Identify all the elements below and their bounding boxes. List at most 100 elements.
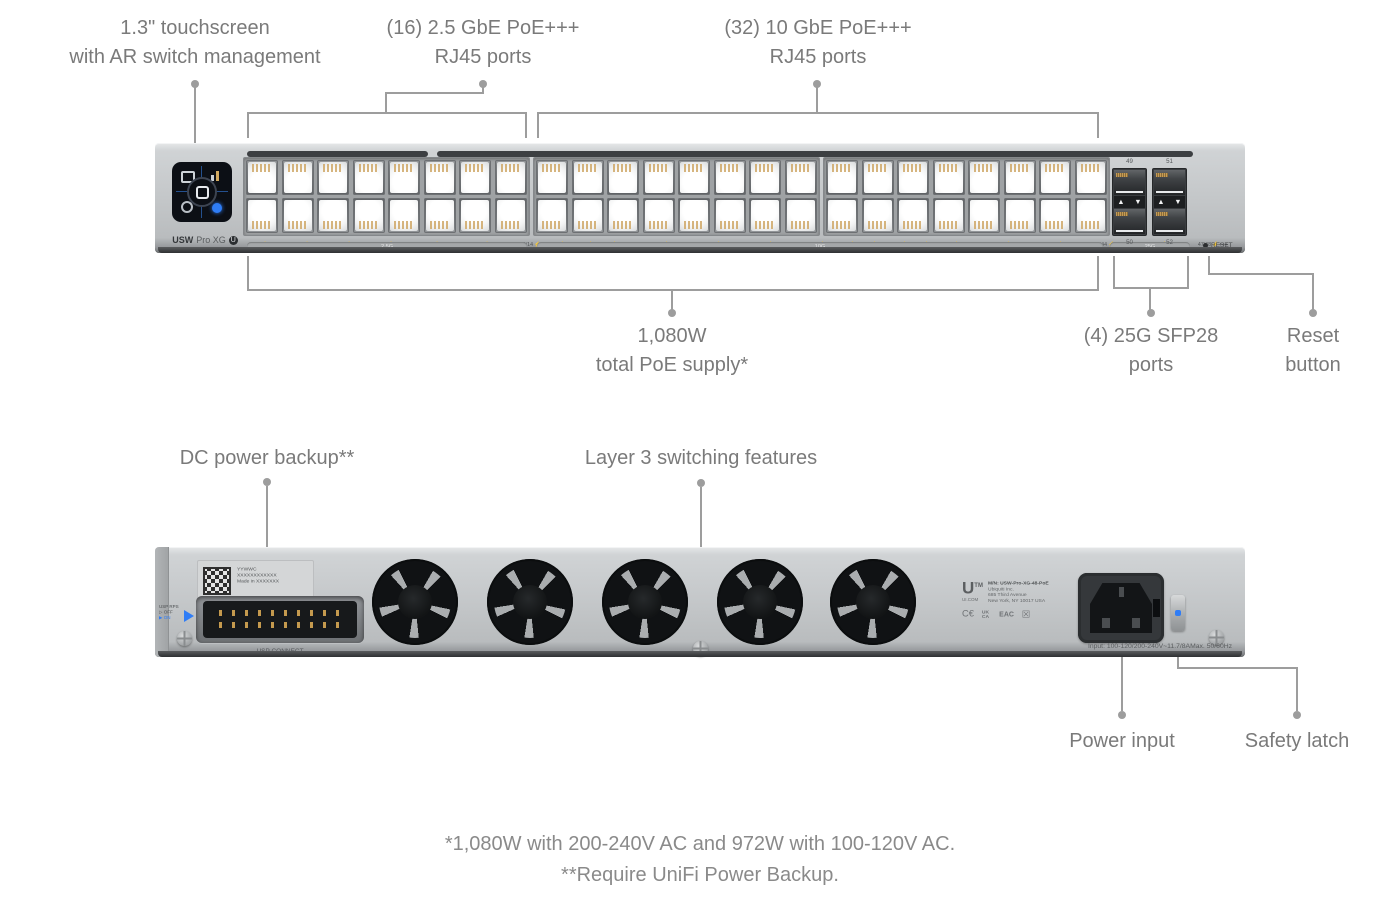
model-number: M/N: USW-Pro-XG-48-PoE	[988, 580, 1049, 586]
callout-dc-backup: DC power backup**	[117, 444, 417, 473]
callout-line	[1177, 657, 1179, 669]
footnote-line: **Require UniFi Power Backup.	[561, 864, 839, 886]
rj45-port-pair	[678, 160, 711, 233]
rj45-port-pair	[932, 160, 965, 233]
touchscreen-center-dial	[187, 177, 217, 207]
uicom-label: UI.COM	[962, 596, 979, 602]
rj45-port	[784, 198, 817, 233]
rj45-port	[713, 198, 746, 233]
rj45-port-pair	[861, 160, 894, 233]
rj45-port	[968, 198, 1001, 233]
info-icon	[181, 201, 193, 213]
model-text: M/N: USW-Pro-XG-48-PoE Ubiquiti Inc. 685…	[988, 580, 1049, 603]
fan-hub	[628, 585, 662, 619]
callout-text: Safety latch	[1244, 730, 1350, 752]
rj45-port-pair	[1003, 160, 1036, 233]
callout-line	[266, 486, 268, 547]
rj45-port-pair	[749, 160, 782, 233]
callout-text: Layer 3 switching features	[584, 447, 818, 469]
rj45-port	[494, 198, 527, 233]
ubiquiti-brand: UTM UI.COM	[962, 578, 995, 607]
rj45-port	[388, 198, 421, 233]
callout-line	[194, 84, 196, 143]
rj45-port	[932, 160, 965, 195]
port-bezel	[533, 157, 820, 236]
footnote-line: *1,080W with 200-240V AC and 972W with 1…	[444, 833, 956, 855]
rj45-port	[678, 198, 711, 233]
dc-connector-pins	[219, 610, 341, 616]
rj45-port	[784, 160, 817, 195]
callout-layer3: Layer 3 switching features	[536, 444, 866, 473]
speed-bar-label: 10G	[814, 243, 826, 250]
dc-connector-pins	[219, 622, 341, 628]
rj45-port-pair	[246, 160, 278, 233]
safety-latch	[1171, 595, 1185, 631]
callout-bracket	[247, 112, 249, 138]
rj45-port	[423, 160, 456, 195]
callout-text: (4) 25G SFP28	[1083, 325, 1219, 347]
sfp-port-number: 52	[1166, 238, 1173, 246]
callout-text: RJ45 ports	[769, 46, 867, 68]
callout-dot	[263, 478, 271, 486]
rj45-port	[423, 198, 456, 233]
speed-bar-label: 2.5G	[380, 243, 394, 250]
weee-bin-icon: ☒	[1021, 609, 1031, 620]
callout-reset: Reset button	[1248, 322, 1378, 380]
footnotes: *1,080W with 200-240V AC and 972W with 1…	[0, 829, 1400, 891]
latch-lock-icon	[1175, 610, 1181, 616]
device-name: USW Pro XG U	[163, 235, 247, 245]
rj45-port	[861, 160, 894, 195]
callout-safety-latch: Safety latch	[1197, 727, 1397, 756]
inlet-notch	[1153, 599, 1160, 617]
port-pair-label: 13/14 ⚡+++	[520, 241, 551, 248]
rj45-port	[749, 198, 782, 233]
callout-text: (16) 2.5 GbE PoE+++	[386, 17, 580, 39]
port-group-10g-b: 33/34 ⚡+++35/36 ⚡+++37/38 ⚡+++39/40 ⚡+++…	[823, 157, 1228, 250]
rj45-port	[968, 160, 1001, 195]
back-panel: USP RPS ▷ OFF ▶ ON YYWWC XXXXXXXXXXXX Ma…	[155, 547, 1245, 657]
rj45-port-pair	[571, 160, 604, 233]
callout-dot	[1309, 309, 1317, 317]
sticker-text: YYWWC XXXXXXXXXXXX Made in XXXXXXX	[237, 566, 279, 584]
rj45-port	[642, 160, 675, 195]
usp-rps-off: ▷ OFF	[159, 609, 173, 615]
callout-text: RJ45 ports	[434, 46, 532, 68]
reset-label: RESET	[1211, 241, 1233, 249]
rj45-port	[897, 160, 930, 195]
port-bezel	[823, 157, 1110, 236]
port-group-10g-a: 17/18 ⚡+++19/20 ⚡+++21/22 ⚡+++23/24 ⚡+++…	[533, 157, 938, 250]
rj45-port	[281, 160, 314, 195]
callout-dot	[668, 309, 676, 317]
rj45-port	[826, 160, 858, 195]
callout-text: Reset	[1286, 325, 1340, 347]
rj45-port	[281, 198, 314, 233]
rj45-port	[897, 198, 930, 233]
stats-icon	[211, 171, 222, 181]
rj45-port	[713, 160, 746, 195]
sticker-line: XXXXXXXXXXXX	[237, 572, 277, 578]
rj45-port	[678, 160, 711, 195]
callout-line	[1149, 287, 1151, 311]
rj45-port	[317, 198, 350, 233]
callout-bracket	[1113, 256, 1115, 289]
touchscreen-center-glyph	[195, 185, 209, 199]
rj45-port	[352, 160, 385, 195]
usp-connect-label: USP CONNECT	[256, 647, 304, 655]
sfp-latch: ▲▼	[1114, 196, 1145, 208]
rj45-port-pair	[713, 160, 746, 233]
callout-text: total PoE supply*	[595, 354, 749, 376]
callout-dot	[1147, 309, 1155, 317]
fan	[487, 559, 573, 645]
fan-hub	[743, 585, 777, 619]
callout-ports-10g: (32) 10 GbE PoE+++ RJ45 ports	[678, 14, 958, 72]
fan	[372, 559, 458, 645]
arrow-up-icon: ▲	[1157, 197, 1165, 206]
usp-rps-on: ▶ ON	[159, 615, 171, 620]
rj45-port	[749, 160, 782, 195]
sfp-latch: ▲▼	[1154, 196, 1185, 208]
reset-button: RESET	[1203, 240, 1241, 250]
status-dot-icon	[212, 203, 222, 213]
callout-line	[1177, 667, 1298, 669]
